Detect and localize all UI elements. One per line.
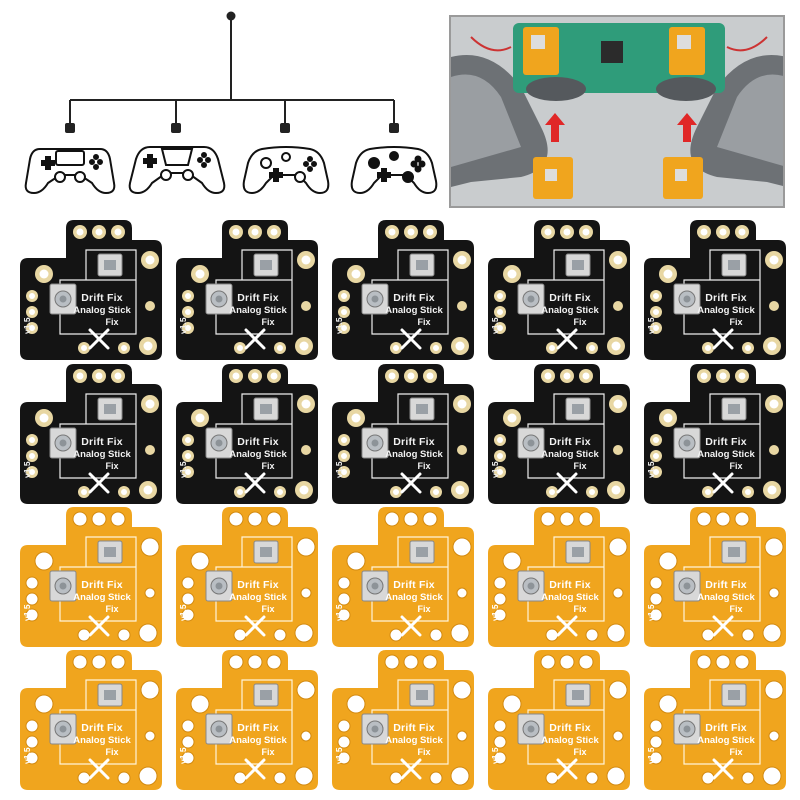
xbox-one-controller-icon [350,146,438,195]
board-version: v1.5 [646,604,656,621]
board-version: v1.5 [646,747,656,764]
board-version: v1.5 [178,461,188,478]
xbox-series-controller-icon [242,146,330,195]
ps4-controller-icon [24,148,116,195]
compatibility-tree [24,11,438,195]
yellow-drift-fix-board: Drift Fix Analog Stick Fix v1.5 [176,505,318,647]
board-version: v1.5 [490,604,500,621]
black-drift-fix-board: Drift Fix Analog Stick Fix v1.5 [644,362,786,504]
yellow-drift-fix-board: Drift Fix Analog Stick Fix v1.5 [644,648,786,790]
yellow-drift-fix-board: Drift Fix Analog Stick Fix v1.5 [488,505,630,647]
board-version: v1.5 [334,747,344,764]
yellow-drift-fix-board: Drift Fix Analog Stick Fix v1.5 [332,648,474,790]
board-version: v1.5 [22,461,32,478]
board-version: v1.5 [490,747,500,764]
yellow-drift-fix-board: Drift Fix Analog Stick Fix v1.5 [488,648,630,790]
yellow-drift-fix-board: Drift Fix Analog Stick Fix v1.5 [644,505,786,647]
black-drift-fix-board: Drift Fix Analog Stick Fix v1.5 [176,218,318,360]
black-drift-fix-board: Drift Fix Analog Stick Fix v1.5 [332,218,474,360]
board-version: v1.5 [334,461,344,478]
board-version: v1.5 [334,317,344,334]
board-version: v1.5 [334,604,344,621]
board-version: v1.5 [22,604,32,621]
black-drift-fix-board: Drift Fix Analog Stick Fix v1.5 [332,362,474,504]
board-version: v1.5 [178,747,188,764]
installation-photo [449,15,785,208]
board-version: v1.5 [490,317,500,334]
black-drift-fix-board: Drift Fix Analog Stick Fix v1.5 [644,218,786,360]
board-version: v1.5 [646,317,656,334]
board-version: v1.5 [178,317,188,334]
yellow-drift-fix-board: Drift Fix Analog Stick Fix v1.5 [20,648,162,790]
yellow-drift-fix-board: Drift Fix Analog Stick Fix v1.5 [176,648,318,790]
board-version: v1.5 [22,317,32,334]
yellow-drift-fix-board: Drift Fix Analog Stick Fix v1.5 [20,505,162,647]
black-drift-fix-board: Drift Fix Analog Stick Fix v1.5 [488,218,630,360]
ps5-controller-icon [128,146,226,195]
yellow-drift-fix-board: Drift Fix Analog Stick Fix v1.5 [332,505,474,647]
board-version: v1.5 [490,461,500,478]
black-drift-fix-board: Drift Fix Analog Stick Fix v1.5 [20,218,162,360]
black-drift-fix-board: Drift Fix Analog Stick Fix v1.5 [20,362,162,504]
board-version: v1.5 [178,604,188,621]
black-drift-fix-board: Drift Fix Analog Stick Fix v1.5 [176,362,318,504]
board-version: v1.5 [646,461,656,478]
black-drift-fix-board: Drift Fix Analog Stick Fix v1.5 [488,362,630,504]
board-version: v1.5 [22,747,32,764]
